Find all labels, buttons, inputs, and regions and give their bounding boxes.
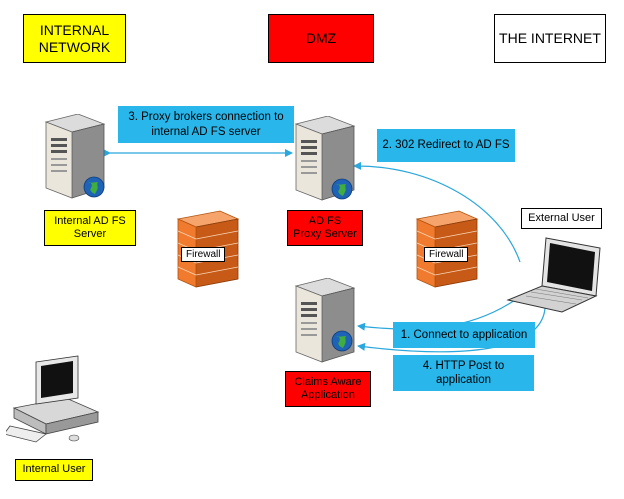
step-4-note: 4. HTTP Post to application <box>393 355 534 391</box>
zone-the-internet: THE INTERNET <box>494 14 606 63</box>
label-internal-user: Internal User <box>15 459 93 481</box>
label-firewall-left: Firewall <box>181 247 226 262</box>
zone-dmz: DMZ <box>268 14 374 63</box>
label-claims-aware-application: Claims Aware Application <box>285 371 371 407</box>
globe-icon <box>331 178 353 200</box>
server-icon <box>44 114 106 199</box>
step-3-note: 3. Proxy brokers connection to internal … <box>118 106 294 143</box>
laptop-icon <box>506 237 601 313</box>
label-adfs-proxy-server: AD FS Proxy Server <box>287 210 363 246</box>
step-2-note: 2. 302 Redirect to AD FS <box>377 129 515 162</box>
connector-redirect <box>353 161 521 263</box>
desktop-computer-icon <box>6 355 100 443</box>
globe-icon <box>331 330 353 352</box>
label-internal-adfs-server: Internal AD FS Server <box>44 210 136 246</box>
label-firewall-right: Firewall <box>424 247 469 262</box>
globe-icon <box>83 176 105 198</box>
label-external-user: External User <box>521 208 602 229</box>
zone-internal-network: INTERNAL NETWORK <box>23 14 126 63</box>
server-icon <box>294 278 356 363</box>
step-1-note: 1. Connect to application <box>393 322 535 348</box>
